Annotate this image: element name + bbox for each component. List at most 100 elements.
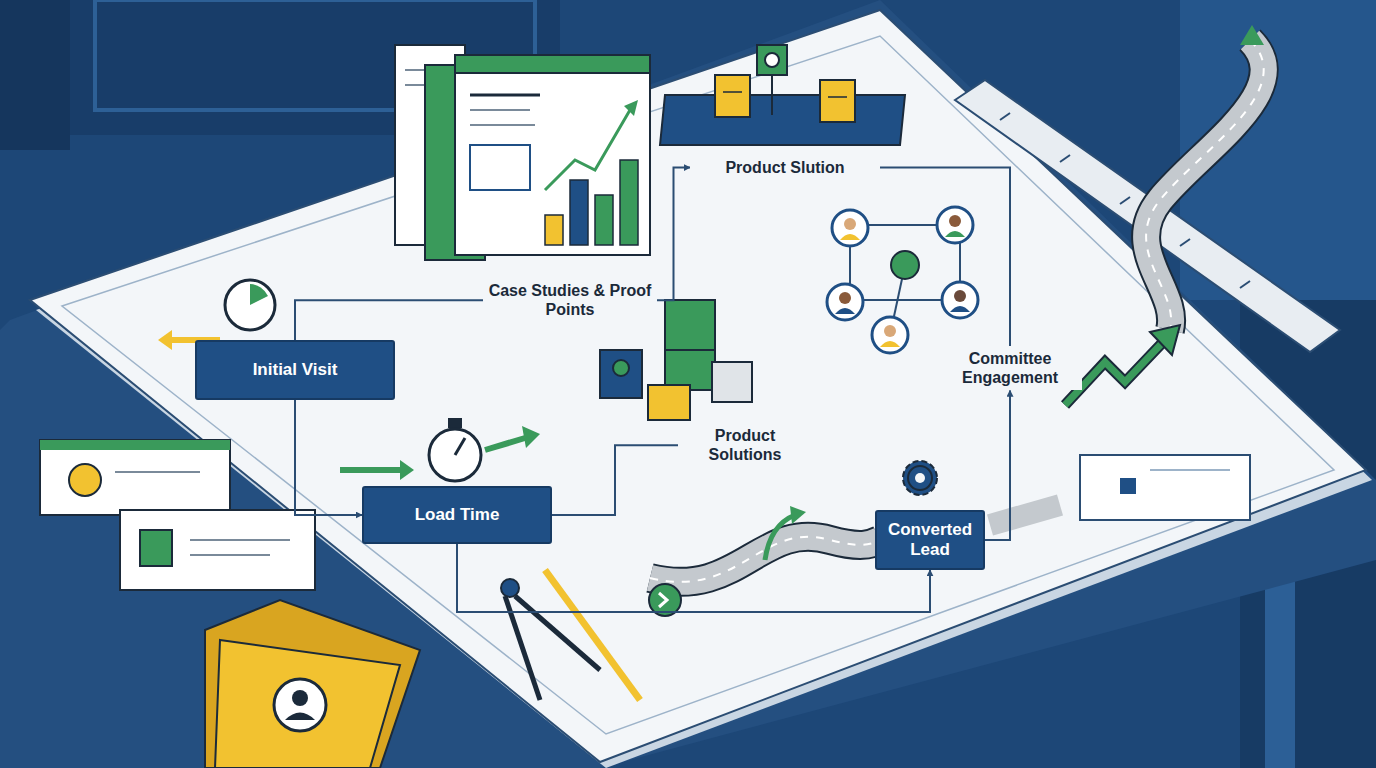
person-icon	[872, 317, 908, 353]
road-ribbon	[1146, 40, 1264, 330]
node-text: Load Time	[415, 505, 500, 525]
node-text: Converted Lead	[887, 520, 973, 560]
step-box: Load Time	[362, 486, 552, 544]
road-path	[990, 505, 1060, 525]
title-block	[1120, 478, 1136, 494]
business-cards	[190, 554, 270, 556]
business-cards	[69, 464, 101, 496]
person-icon	[954, 290, 966, 302]
committee-network	[827, 207, 978, 353]
stopwatch-icon	[340, 418, 540, 481]
case-study-documents	[470, 109, 530, 111]
stopwatch-icon	[400, 460, 414, 480]
step-label: Committee Engagement	[938, 346, 1082, 390]
person-icon	[942, 282, 978, 318]
person-icon	[937, 207, 973, 243]
node-text: Committee Engagement	[943, 349, 1077, 387]
committee-network	[891, 251, 919, 279]
solution-board	[660, 45, 905, 145]
gear-icon	[915, 473, 925, 483]
business-cards	[40, 440, 230, 450]
trend-arrow	[1065, 325, 1180, 405]
clock-icon	[250, 284, 268, 305]
solution-board	[715, 75, 750, 117]
title-block	[1080, 455, 1250, 520]
case-study-documents	[595, 195, 613, 245]
flow-connector	[985, 390, 1010, 540]
case-study-documents	[395, 45, 650, 260]
person-icon	[942, 282, 978, 318]
business-cards	[120, 510, 315, 590]
compass	[501, 570, 640, 700]
road-ribbon	[1146, 25, 1264, 330]
stopwatch-icon	[455, 438, 465, 455]
case-study-documents	[470, 94, 540, 97]
stopwatch-icon	[340, 467, 400, 473]
folder	[205, 600, 420, 768]
ruler	[1000, 113, 1010, 120]
person-icon	[937, 207, 973, 243]
person-icon	[872, 317, 908, 353]
product-blocks	[712, 362, 752, 402]
ruler	[1120, 197, 1130, 204]
solution-board	[660, 95, 905, 145]
gear-icon	[908, 466, 932, 490]
title-block	[1080, 455, 1250, 520]
node-text: Product Solutions	[683, 426, 807, 464]
case-study-documents	[470, 145, 530, 190]
stopwatch-icon	[429, 429, 481, 481]
folder	[274, 679, 326, 731]
case-study-documents	[455, 55, 650, 255]
business-cards	[190, 539, 290, 541]
node-text: Case Studies & Proof Points	[488, 281, 652, 319]
person-icon	[832, 210, 868, 246]
flow-connector	[552, 445, 678, 515]
folder	[215, 640, 400, 768]
folder	[285, 713, 315, 721]
case-study-documents	[570, 180, 588, 245]
person-icon	[839, 292, 851, 304]
case-study-documents	[624, 100, 638, 116]
solution-board	[828, 96, 847, 98]
road-path	[659, 593, 667, 607]
step-label: Case Studies & Proof Points	[483, 278, 657, 322]
step-box: Converted Lead	[875, 510, 985, 570]
road-ribbon	[1240, 25, 1264, 45]
title-block	[1150, 469, 1230, 471]
compass	[501, 579, 519, 597]
person-icon	[945, 231, 965, 237]
folder	[292, 690, 308, 706]
road-path	[790, 506, 806, 524]
flow-connector	[295, 300, 483, 340]
case-study-documents	[455, 55, 650, 73]
clock-icon	[158, 330, 172, 350]
person-icon	[832, 210, 868, 246]
trend-arrow	[1150, 325, 1180, 355]
node-text: Product Slution	[725, 158, 844, 177]
step-label: Product Solutions	[678, 423, 812, 467]
product-blocks	[665, 300, 715, 350]
stopwatch-icon	[448, 418, 462, 428]
product-blocks	[600, 350, 642, 398]
person-icon	[949, 215, 961, 227]
flow-connector	[657, 168, 690, 301]
step-box: Initial Visit	[195, 340, 395, 400]
solution-board	[771, 75, 773, 115]
road-ribbon	[1146, 40, 1264, 330]
stopwatch-icon	[522, 426, 540, 448]
case-study-documents	[545, 215, 563, 245]
ruler	[1060, 155, 1070, 162]
person-icon	[827, 284, 863, 320]
person-icon	[844, 218, 856, 230]
business-cards	[115, 471, 200, 473]
flow-connector	[457, 544, 930, 612]
step-label: Product Slution	[690, 155, 880, 180]
flow-connector	[295, 400, 362, 515]
room-background	[0, 0, 70, 150]
business-cards	[40, 440, 230, 515]
